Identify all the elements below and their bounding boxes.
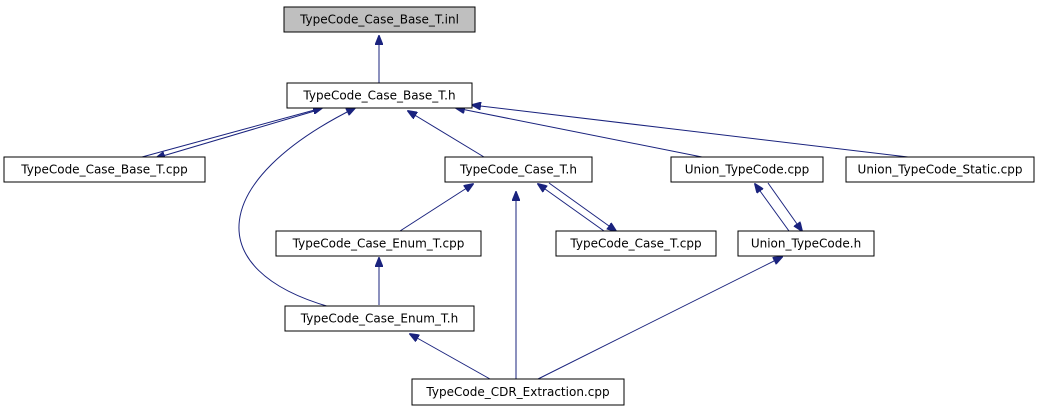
- node-typecode-case-base-t-inl[interactable]: TypeCode_Case_Base_T.inl: [283, 6, 476, 33]
- edge-case-h-to-case-cpp: [548, 182, 616, 231]
- node-union-typecode-cpp[interactable]: Union_TypeCode.cpp: [670, 156, 824, 183]
- edges: [141, 36, 909, 380]
- edge-union-cpp-to-base-h: [456, 108, 703, 158]
- node-label: TypeCode_Case_Base_T.cpp: [20, 163, 187, 177]
- node-label: TypeCode_Case_Base_T.inl: [299, 13, 459, 27]
- node-label: Union_TypeCode.cpp: [685, 163, 810, 177]
- node-label: Union_TypeCode_Static.cpp: [858, 163, 1023, 177]
- node-typecode-case-base-t-h[interactable]: TypeCode_Case_Base_T.h: [286, 82, 473, 109]
- edge-cdr-cpp-to-union-h: [537, 257, 782, 380]
- node-label: TypeCode_CDR_Extraction.cpp: [425, 385, 609, 399]
- node-label: TypeCode_Case_T.h: [459, 163, 577, 177]
- edge-cdr-cpp-to-enum-h: [410, 334, 491, 380]
- edge-union-cpp-to-union-h: [767, 182, 802, 231]
- node-label: TypeCode_Case_Enum_T.h: [300, 312, 458, 326]
- edge-enum-h-to-base-h: [238, 108, 355, 308]
- node-union-typecode-h[interactable]: Union_TypeCode.h: [737, 230, 875, 257]
- node-typecode-case-base-t-cpp[interactable]: TypeCode_Case_Base_T.cpp: [3, 156, 206, 183]
- edge-union-static-cpp-to-base-h: [472, 105, 909, 158]
- edge-union-h-to-union-cpp: [755, 184, 790, 232]
- node-label: TypeCode_Case_T.cpp: [569, 237, 701, 251]
- edge-case-cpp-to-case-h: [538, 184, 605, 232]
- node-label: TypeCode_Case_Base_T.h: [302, 89, 455, 103]
- node-typecode-case-enum-t-cpp[interactable]: TypeCode_Case_Enum_T.cpp: [275, 230, 482, 257]
- edge-case-h-to-base-h: [408, 111, 485, 158]
- node-typecode-cdr-extraction-cpp[interactable]: TypeCode_CDR_Extraction.cpp: [411, 378, 625, 406]
- edge-base-h-to-base-cpp: [156, 109, 319, 158]
- node-typecode-case-enum-t-h[interactable]: TypeCode_Case_Enum_T.h: [284, 305, 475, 332]
- edge-base-cpp-to-base-h: [141, 108, 322, 158]
- node-typecode-case-t-cpp[interactable]: TypeCode_Case_T.cpp: [555, 230, 717, 257]
- node-label: TypeCode_Case_Enum_T.cpp: [292, 237, 465, 251]
- node-label: Union_TypeCode.h: [751, 237, 861, 251]
- edge-enum-cpp-to-case-h: [399, 184, 473, 232]
- node-typecode-case-t-h[interactable]: TypeCode_Case_T.h: [444, 156, 593, 183]
- node-union-typecode-static-cpp[interactable]: Union_TypeCode_Static.cpp: [845, 156, 1035, 183]
